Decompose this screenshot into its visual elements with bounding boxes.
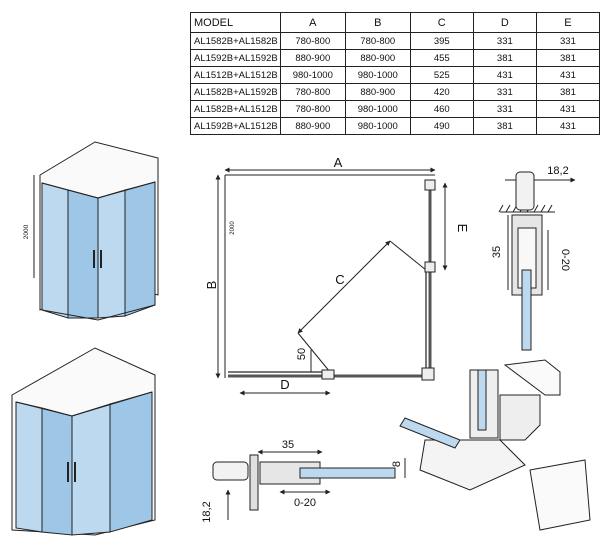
plan-label-b: B xyxy=(204,281,219,290)
profile-label-35: 35 xyxy=(491,246,503,258)
plan-label-e: E xyxy=(455,224,470,233)
enclosure-view-square xyxy=(33,141,159,321)
profile-glass xyxy=(521,269,532,351)
cell-b: 980-1000 xyxy=(344,117,411,135)
enclosure-top-rail xyxy=(15,391,153,417)
table-row: AL1582B+AL1592B 780-800 880-900 420 331 … xyxy=(190,83,600,101)
plan-view xyxy=(215,167,448,396)
enclosure-glass-left xyxy=(41,182,69,319)
cell-a: 880-900 xyxy=(279,117,346,135)
table-row: AL1592B+AL1592B 880-900 880-900 455 381 … xyxy=(190,49,600,67)
bottom-glass xyxy=(299,467,396,479)
cell-model: AL1592B+AL1512B xyxy=(190,117,281,135)
plan-dim-c-ext xyxy=(389,240,427,271)
corner-base xyxy=(419,439,526,491)
cell-d: 381 xyxy=(472,117,537,135)
plan-label-2000: 2000 xyxy=(230,221,236,235)
corner-post xyxy=(499,394,541,441)
corner-detail xyxy=(399,359,591,531)
plan-dim-c xyxy=(297,240,391,334)
bottom-label-35: 35 xyxy=(282,439,294,451)
corner-glass-horizontal xyxy=(399,417,461,449)
enclosure-glass-right-door xyxy=(97,189,126,319)
enclosure-glass-right xyxy=(124,181,156,317)
enclosure-top-rail xyxy=(41,181,156,199)
plan-dim-c-ext xyxy=(297,332,331,373)
profile-label-range: 0-20 xyxy=(559,249,571,271)
plan-label-a: A xyxy=(334,155,343,170)
corner-floor-piece xyxy=(529,459,591,531)
bottom-label-8: 8 xyxy=(391,461,403,467)
plan-hinge xyxy=(424,261,436,273)
plan-label-50: 50 xyxy=(296,348,308,360)
wall-profile-detail xyxy=(498,171,576,351)
bottom-label-18: 18,2 xyxy=(201,501,213,522)
bottom-dowel xyxy=(212,461,249,481)
bottom-wall xyxy=(249,454,259,511)
table-row: AL1512B+AL1512B 980-1000 980-1000 525 43… xyxy=(190,66,600,84)
table-row: AL1582B+AL1512B 780-800 980-1000 460 331… xyxy=(190,100,600,118)
cell-e: 431 xyxy=(535,117,600,135)
plan-hinge xyxy=(321,369,335,380)
corner-wall-piece xyxy=(503,359,561,396)
table-header-row: MODEL A B C D E xyxy=(190,12,600,33)
enclosure-bottom-rail xyxy=(41,304,156,321)
plan-hinge xyxy=(424,179,436,191)
plan-label-d: D xyxy=(280,377,289,392)
plan-label-c: C xyxy=(335,272,344,287)
enclosure-view-rectangular xyxy=(11,347,156,536)
corner-glass-vertical xyxy=(477,369,487,431)
plan-corner xyxy=(421,367,435,381)
bottom-profile-detail xyxy=(212,449,406,520)
bottom-label-range: 0-20 xyxy=(294,497,316,509)
enclosure-glass-right-door xyxy=(71,403,111,536)
height-label-view1: 2000 xyxy=(23,224,30,239)
profile-label-width: 18,2 xyxy=(547,165,568,177)
spec-table: MODEL A B C D E AL1582B+AL1582B 780-800 … xyxy=(190,12,600,135)
cell-c: 490 xyxy=(409,117,474,135)
enclosure-glass-left xyxy=(15,401,43,533)
enclosure-glass-right xyxy=(109,391,153,533)
profile-dowel xyxy=(515,171,535,211)
table-row: AL1592B+AL1512B 880-900 980-1000 490 381… xyxy=(190,117,600,135)
